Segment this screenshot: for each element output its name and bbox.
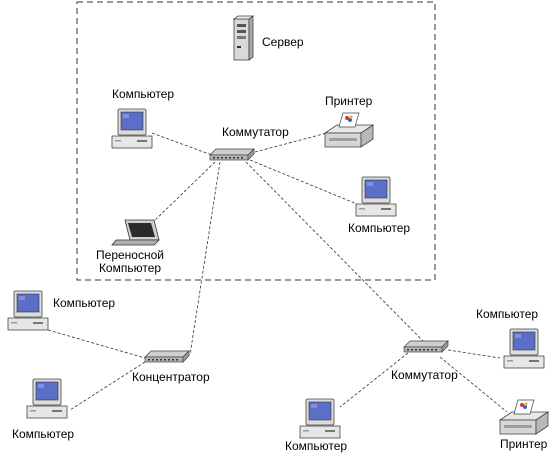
- pc-top-label: Компьютер: [112, 87, 175, 101]
- switch-bottom-label: Коммутатор: [391, 368, 458, 382]
- desktop-computer-icon: [111, 108, 153, 149]
- link-switch-pc-right: [249, 159, 358, 205]
- pc-right-label: Компьютер: [348, 221, 411, 235]
- pc-left1-label: Компьютер: [53, 296, 116, 310]
- link-switch-printer-top: [254, 132, 328, 153]
- pc-left2-label: Компьютер: [12, 427, 75, 441]
- link-hub-pc-left1: [47, 329, 146, 359]
- printer-bottom-label: Принтер: [500, 437, 548, 451]
- hub-label: Концентратор: [132, 370, 210, 384]
- server-tower-icon: [232, 15, 255, 61]
- network-hub-icon: [144, 350, 190, 363]
- server-label: Сервер: [262, 35, 304, 49]
- desktop-computer-icon: [7, 290, 49, 331]
- link-switch-hub: [189, 161, 221, 356]
- link-switch-pc-top: [151, 132, 213, 156]
- connection-lines: [47, 132, 508, 413]
- link-switch-printer-bottom: [439, 356, 508, 413]
- desktop-computer-icon: [26, 378, 68, 419]
- pc-bottom-mid-label: Компьютер: [285, 439, 348, 453]
- pc-bottom-right-label: Компьютер: [476, 307, 539, 321]
- laptop-label-line1: Переносной: [96, 248, 164, 262]
- link-switch-pc-bottom-right: [447, 349, 501, 359]
- printer-icon: [324, 112, 374, 148]
- desktop-computer-icon: [299, 398, 341, 439]
- printer-icon: [499, 399, 549, 435]
- desktop-computer-icon: [355, 176, 397, 217]
- network-switch-icon: [403, 340, 449, 353]
- link-switch-laptop: [149, 161, 216, 226]
- desktop-computer-icon: [503, 328, 545, 369]
- link-switch-pc-bottom-mid: [339, 352, 409, 408]
- switch-top-label: Коммутатор: [222, 125, 289, 139]
- laptop-label-line2: Компьютер: [98, 261, 162, 275]
- link-switch-switch: [245, 161, 426, 344]
- network-switch-icon: [209, 148, 255, 161]
- laptop-icon: [111, 219, 160, 246]
- printer-top-label: Принтер: [325, 94, 373, 108]
- local-network-boundary: [76, 1, 436, 281]
